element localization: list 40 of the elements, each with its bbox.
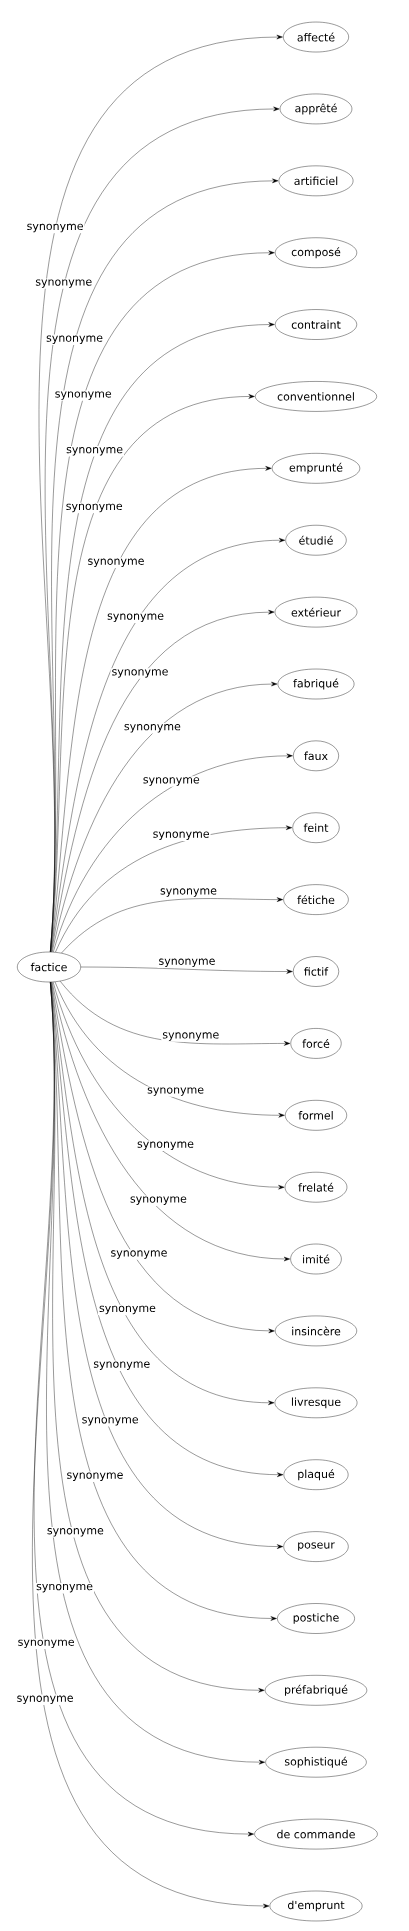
edge-label: synonyme — [45, 1527, 105, 1538]
arrow — [51, 981, 275, 1334]
arrow — [51, 609, 275, 953]
edge-label: synonyme — [34, 278, 94, 289]
arrow — [80, 966, 293, 974]
edge-label: synonyme — [98, 1304, 157, 1316]
edge-label: synonyme — [35, 1582, 94, 1594]
edge-label: synonyme — [53, 390, 113, 401]
edge-label: synonyme — [110, 668, 170, 679]
arrow — [60, 981, 291, 1046]
arrow — [55, 825, 293, 953]
edge-label: synonyme — [161, 1031, 221, 1042]
edge-label: synonyme — [65, 446, 124, 457]
arrow — [52, 681, 278, 953]
edge-label: synonyme — [159, 887, 218, 898]
edge-label: synonyme — [128, 1195, 188, 1206]
edge-label: synonyme — [141, 776, 201, 787]
edge-label: synonyme — [25, 222, 85, 234]
edge-label: synonyme — [122, 723, 182, 734]
arrow — [50, 466, 272, 953]
edge-label: synonyme — [65, 1471, 125, 1482]
arrow — [61, 897, 283, 954]
arrow — [54, 981, 285, 1118]
edge-label: synonyme — [106, 612, 165, 623]
edge-label: synonyme — [45, 334, 104, 345]
edge-label: synonyme — [92, 1360, 152, 1371]
edge-label: synonyme — [15, 1694, 75, 1706]
arrow — [51, 981, 290, 1262]
edge-label: synonyme — [64, 502, 124, 514]
edge-label: synonyme — [151, 830, 211, 841]
edge-label: synonyme — [16, 1638, 76, 1650]
edge-label: synonyme — [157, 957, 217, 969]
edge-label: synonyme — [136, 1140, 195, 1151]
arrow — [53, 753, 293, 953]
edge-label: synonyme — [146, 1086, 206, 1097]
edge-label: synonyme — [80, 1416, 140, 1427]
arrow — [52, 981, 285, 1190]
edge-label: synonyme — [86, 557, 146, 569]
arrow — [50, 981, 275, 1406]
edge-label: synonyme — [109, 1249, 169, 1260]
